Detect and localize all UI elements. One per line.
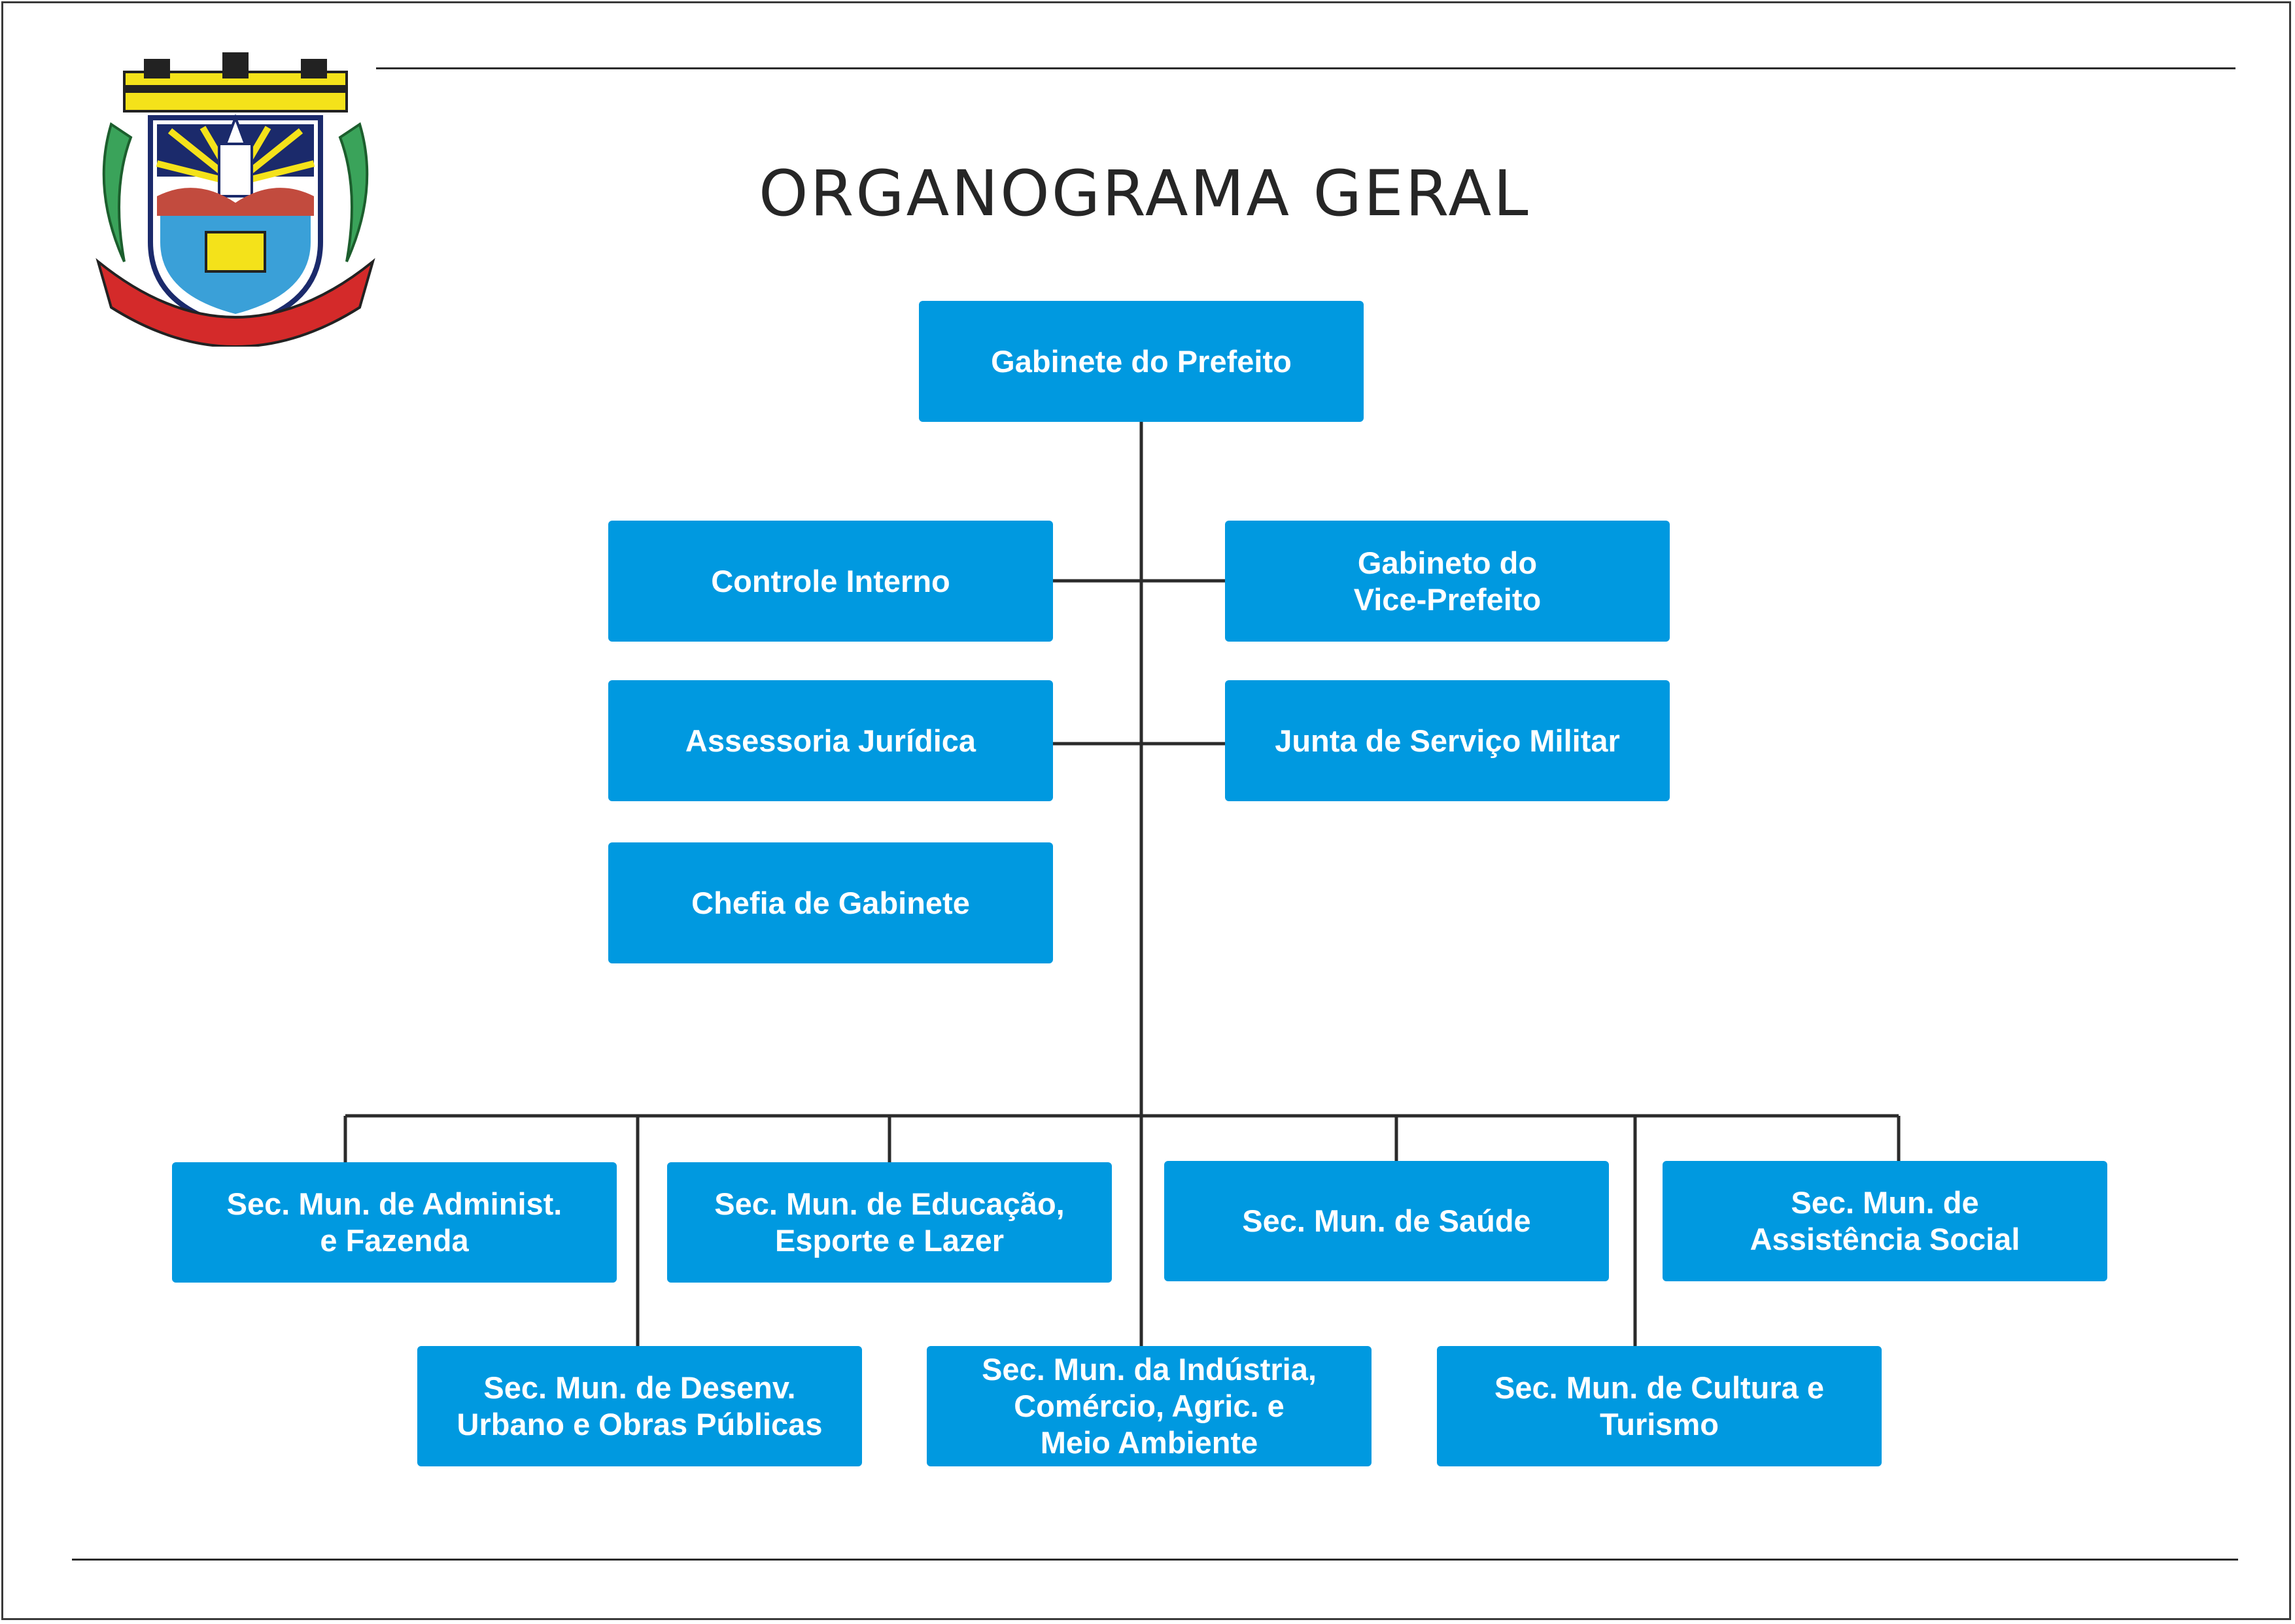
node-sec-educacao: Sec. Mun. de Educação, Esporte e Lazer	[667, 1162, 1112, 1283]
node-sec-industria-comercio: Sec. Mun. da Indústria, Comércio, Agric.…	[927, 1346, 1372, 1466]
node-sec-administ-fazenda: Sec. Mun. de Administ. e Fazenda	[172, 1162, 617, 1283]
bottom-rule	[72, 1559, 2238, 1561]
node-gabinete-prefeito: Gabinete do Prefeito	[919, 301, 1364, 422]
node-assessoria-juridica: Assessoria Jurídica	[608, 680, 1053, 801]
node-sec-assistencia-social: Sec. Mun. de Assistência Social	[1663, 1161, 2107, 1281]
node-controle-interno: Controle Interno	[608, 521, 1053, 642]
node-sec-cultura-turismo: Sec. Mun. de Cultura e Turismo	[1437, 1346, 1882, 1466]
municipal-seal-logo	[95, 52, 375, 347]
node-sec-desenv-urbano: Sec. Mun. de Desenv. Urbano e Obras Públ…	[417, 1346, 862, 1466]
node-junta-servico-militar: Junta de Serviço Militar	[1225, 680, 1670, 801]
top-rule	[376, 67, 2235, 69]
node-sec-saude: Sec. Mun. de Saúde	[1164, 1161, 1609, 1281]
node-chefia-gabinete: Chefia de Gabinete	[608, 842, 1053, 963]
node-gabinete-vice-prefeito: Gabineto do Vice-Prefeito	[1225, 521, 1670, 642]
page-title: ORGANOGRAMA GERAL	[759, 157, 1530, 230]
